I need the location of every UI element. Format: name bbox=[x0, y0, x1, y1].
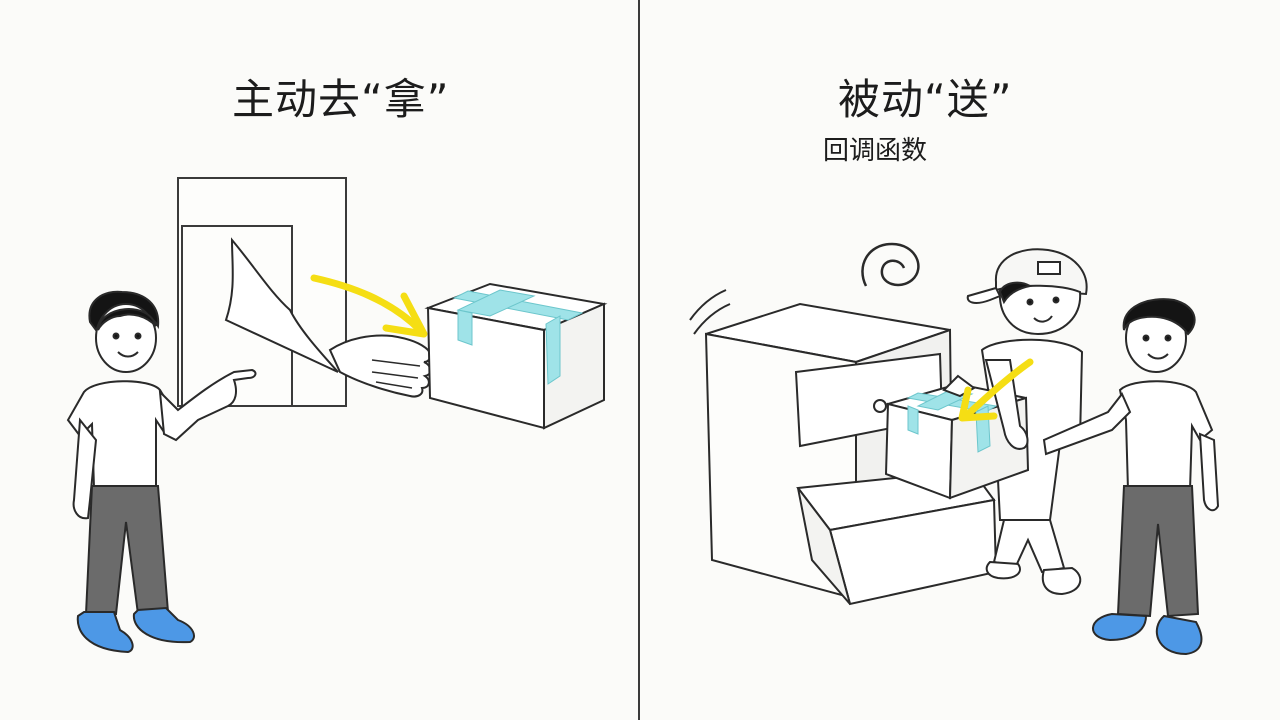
boy-left bbox=[66, 290, 257, 654]
delivery-person bbox=[966, 248, 1088, 596]
callback-label: 回调函数 bbox=[823, 136, 928, 166]
panel-divider bbox=[638, 0, 640, 720]
spiral-symbol bbox=[861, 242, 920, 287]
reaching-arm bbox=[224, 237, 432, 398]
left-panel-drawing bbox=[66, 177, 608, 654]
yellow-arrow-right bbox=[958, 358, 1034, 422]
right-panel-drawing bbox=[689, 242, 1220, 656]
package-box-left bbox=[424, 282, 608, 430]
right-panel-title: 被动“送” bbox=[838, 75, 1013, 124]
boy-right bbox=[1042, 298, 1220, 656]
yellow-arrow-left bbox=[310, 274, 428, 338]
left-panel-title: 主动去“拿” bbox=[232, 75, 450, 124]
motion-lines bbox=[689, 289, 731, 335]
